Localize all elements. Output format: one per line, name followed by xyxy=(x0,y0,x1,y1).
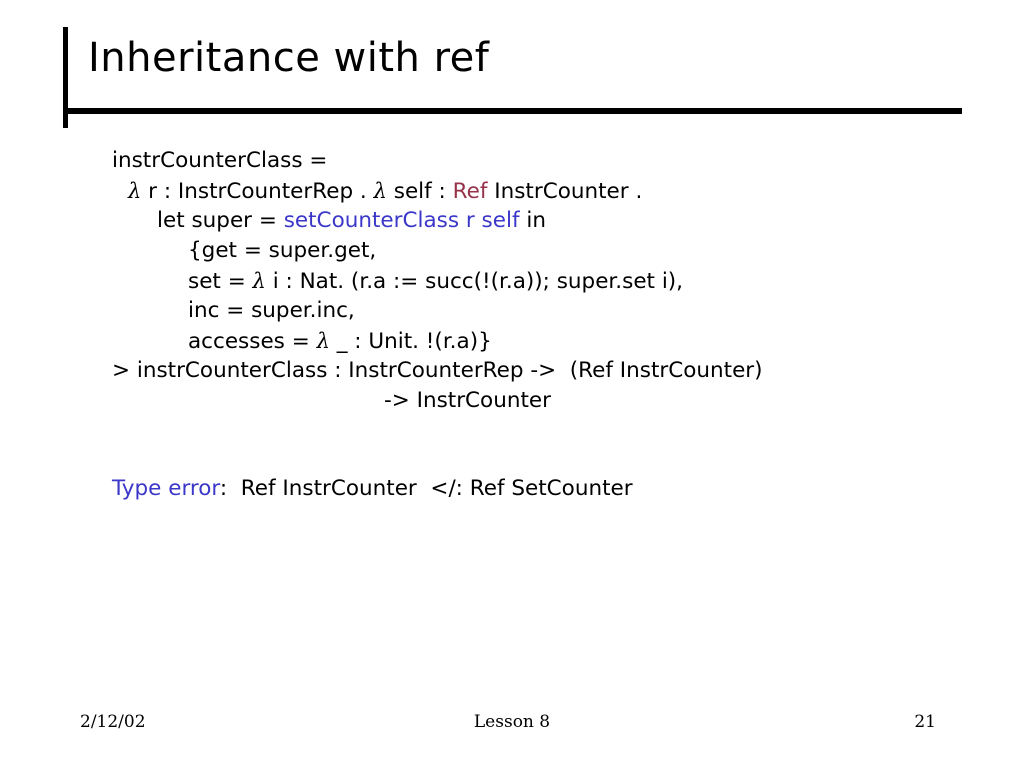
code-text: _ : Unit. !(r.a)} xyxy=(329,329,492,354)
footer-lesson: Lesson 8 xyxy=(473,712,551,732)
type-signature-line-2: -> InstrCounter xyxy=(0,386,1024,416)
title-vertical-rule xyxy=(63,27,68,128)
type-signature-line-1: > instrCounterClass : InstrCounterRep ->… xyxy=(0,356,1024,386)
lambda-symbol: λ xyxy=(316,329,330,353)
code-text: set = xyxy=(188,269,253,294)
code-text: inc = super.inc, xyxy=(188,298,355,323)
code-line-7: accesses = λ _ : Unit. !(r.a)} xyxy=(0,326,1024,356)
code-text: i : Nat. (r.a := succ(!(r.a)); super.set… xyxy=(265,269,684,294)
code-text: instrCounterClass = xyxy=(112,148,328,173)
title-horizontal-rule xyxy=(63,108,962,114)
code-line-5: set = λ i : Nat. (r.a := succ(!(r.a)); s… xyxy=(0,266,1024,296)
code-text: -> InstrCounter xyxy=(384,388,551,413)
slide-footer: 2/12/02 Lesson 8 21 xyxy=(0,712,1024,740)
lambda-symbol: λ xyxy=(373,179,387,203)
code-text: r : InstrCounterRep . xyxy=(141,179,374,204)
code-text: InstrCounter . xyxy=(487,179,643,204)
code-block: instrCounterClass = λ r : InstrCounterRe… xyxy=(0,146,1024,416)
code-line-2: λ r : InstrCounterRep . λ self : Ref Ins… xyxy=(0,176,1024,206)
code-text: accesses = xyxy=(188,329,317,354)
page-title: Inheritance with ref xyxy=(88,35,490,81)
code-text: self : xyxy=(386,179,453,204)
keyword-ref: Ref xyxy=(452,179,488,204)
type-error-detail: : Ref InstrCounter </: Ref SetCounter xyxy=(219,476,633,501)
footer-date: 2/12/02 xyxy=(80,712,146,732)
code-text: let super = xyxy=(157,208,284,233)
lambda-symbol: λ xyxy=(252,269,266,293)
code-line-3: let super = setCounterClass r self in xyxy=(0,206,1024,236)
type-error-label: Type error xyxy=(112,476,220,501)
footer-page-number: 21 xyxy=(914,712,936,732)
lambda-symbol: λ xyxy=(128,179,142,203)
code-line-6: inc = super.inc, xyxy=(0,296,1024,326)
code-text: in xyxy=(519,208,546,233)
code-text: {get = super.get, xyxy=(188,238,377,263)
code-text: > instrCounterClass : InstrCounterRep ->… xyxy=(112,358,763,383)
type-error-line: Type error: Ref InstrCounter </: Ref Set… xyxy=(0,474,633,504)
code-line-1: instrCounterClass = xyxy=(0,146,1024,176)
highlight-setcounterclass: setCounterClass r self xyxy=(283,208,520,233)
code-line-4: {get = super.get, xyxy=(0,236,1024,266)
